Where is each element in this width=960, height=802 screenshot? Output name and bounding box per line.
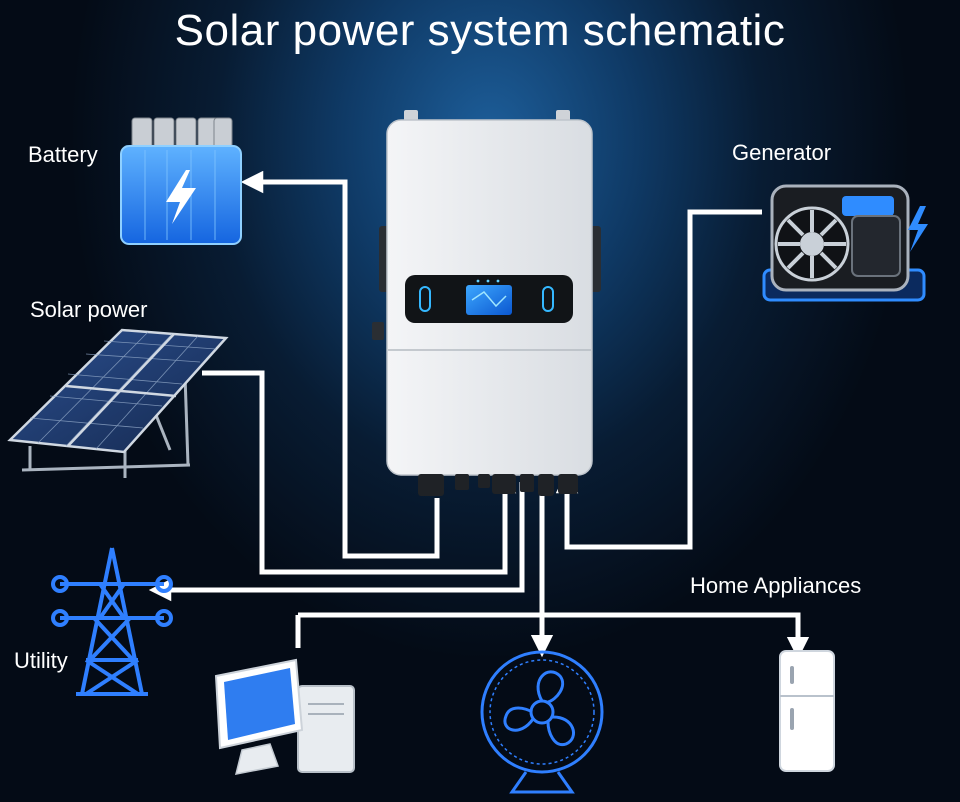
transmission-tower-icon — [51, 547, 173, 696]
battery-connection-line — [240, 170, 440, 559]
home-appliances-label: Home Appliances — [690, 573, 862, 598]
utility-connection-line — [148, 482, 525, 602]
solar-panel-icon — [7, 328, 229, 478]
refrigerator-icon — [779, 650, 835, 772]
fan-icon — [480, 650, 604, 794]
inverter-icon — [372, 110, 601, 496]
generator-connection-line — [555, 209, 762, 550]
generator-label: Generator — [732, 140, 832, 165]
connection-lines — [148, 170, 798, 648]
generator-icon — [762, 184, 928, 302]
battery-icon — [120, 117, 242, 245]
solar-connection-line — [202, 370, 517, 575]
battery-label: Battery — [28, 142, 98, 167]
solar-power-label: Solar power — [30, 297, 148, 322]
computer-icon — [214, 658, 355, 775]
page-title: Solar power system schematic — [174, 6, 786, 55]
utility-label: Utility — [14, 648, 68, 673]
home-branch-line — [295, 612, 798, 648]
